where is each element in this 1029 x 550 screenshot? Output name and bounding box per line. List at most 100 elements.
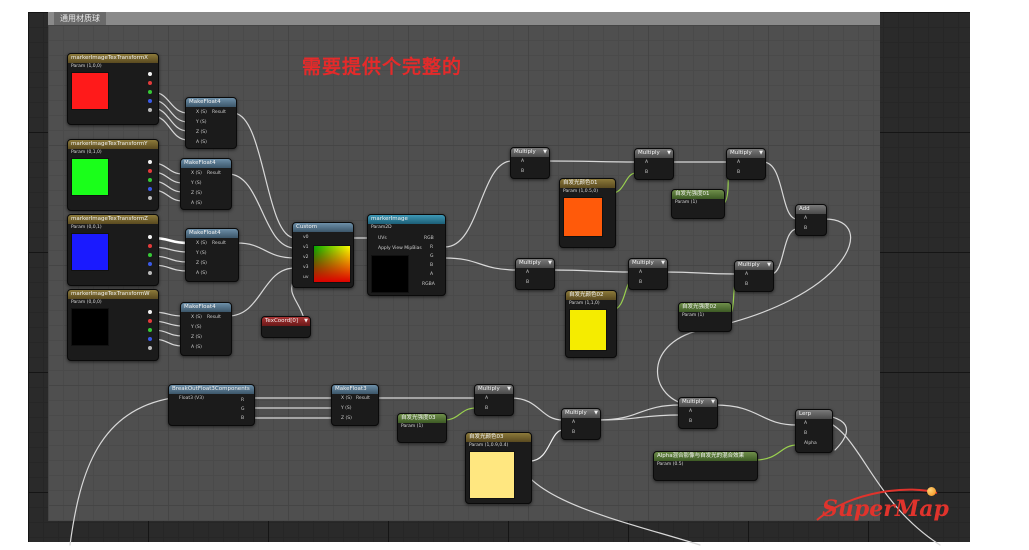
input-pin-z[interactable]: Z (S) xyxy=(341,416,352,421)
param-node-emissive-color-01[interactable]: 自发光颜色01 Param (1,0.5,0) xyxy=(559,178,616,248)
output-pin-g[interactable] xyxy=(148,178,152,182)
input-pin-a[interactable]: A xyxy=(485,396,489,401)
multiply-node-2[interactable]: Multiply▼ A B xyxy=(634,148,674,180)
multiply-node-6[interactable]: Multiply▼ A B xyxy=(734,260,774,292)
input-pin-x[interactable]: X (S) xyxy=(191,315,202,320)
input-pin-float3[interactable]: Float3 (V3) xyxy=(179,396,204,401)
texcoord-node[interactable]: TexCoord[0]▼ xyxy=(261,316,311,338)
output-pin-g[interactable]: G xyxy=(430,254,434,259)
param-node-emissive-color-02[interactable]: 自发光颜色02 Param (1,1,0) xyxy=(565,290,617,358)
chevron-down-icon[interactable]: ▼ xyxy=(667,150,671,156)
input-pin-a[interactable]: A (S) xyxy=(191,345,202,350)
input-pin-v2[interactable]: v2 xyxy=(303,255,309,260)
input-pin-z[interactable]: Z (S) xyxy=(191,335,202,340)
input-pin-z[interactable]: Z (S) xyxy=(191,191,202,196)
multiply-node-4[interactable]: Multiply▼ A B xyxy=(515,258,555,290)
output-pin-r[interactable]: R xyxy=(241,398,245,403)
input-pin-y[interactable]: Y (S) xyxy=(191,325,202,330)
chevron-down-icon[interactable]: ▼ xyxy=(759,150,763,156)
input-pin-b[interactable]: B xyxy=(526,280,530,285)
output-pin-b[interactable] xyxy=(148,337,152,341)
multiply-node-5[interactable]: Multiply▼ A B xyxy=(628,258,668,290)
input-pin-y[interactable]: Y (S) xyxy=(196,120,207,125)
output-pin-g[interactable] xyxy=(148,253,152,257)
output-pin-a[interactable]: A xyxy=(430,272,434,277)
input-pin-v1[interactable]: v1 xyxy=(303,245,309,250)
output-pin-result[interactable]: Result xyxy=(212,241,226,246)
input-pin-uv[interactable]: uv xyxy=(303,275,309,280)
comment-box-title-bar[interactable]: 通用材质球 xyxy=(48,12,880,25)
chevron-down-icon[interactable]: ▼ xyxy=(661,260,665,266)
output-pin-r[interactable] xyxy=(148,169,152,173)
make-float4-node-4[interactable]: MakeFloat4 X (S) Result Y (S) Z (S) A (S… xyxy=(180,302,232,356)
param-node-tex-transform-y[interactable]: markerImageTexTransformY Param (0,1,0) xyxy=(67,139,159,211)
marker-image-node[interactable]: markerImage Param2D UVs Apply View MipBi… xyxy=(367,214,446,296)
input-pin-a[interactable]: A (S) xyxy=(191,201,202,206)
chevron-down-icon[interactable]: ▼ xyxy=(767,262,771,268)
output-pin[interactable] xyxy=(148,72,152,76)
chevron-down-icon[interactable]: ▼ xyxy=(548,260,552,266)
output-pin-rgba[interactable]: RGBA xyxy=(422,282,435,287)
input-pin-y[interactable]: Y (S) xyxy=(341,406,352,411)
output-pin-result[interactable]: Result xyxy=(207,171,221,176)
param-node-tex-transform-z[interactable]: markerImageTexTransformZ Param (0,0,1) xyxy=(67,214,159,286)
chevron-down-icon[interactable]: ▼ xyxy=(711,399,715,405)
input-pin-b[interactable]: B xyxy=(521,169,525,174)
input-pin-a[interactable]: A xyxy=(526,270,530,275)
input-pin-b[interactable]: B xyxy=(804,431,808,436)
input-pin-z[interactable]: Z (S) xyxy=(196,130,207,135)
input-pin-a[interactable]: A (S) xyxy=(196,271,207,276)
make-float4-node-1[interactable]: MakeFloat4 X (S) Result Y (S) Z (S) A (S… xyxy=(185,97,237,149)
chevron-down-icon[interactable]: ▼ xyxy=(304,318,308,324)
input-pin-a[interactable]: A xyxy=(737,160,741,165)
add-node[interactable]: Add A B xyxy=(795,204,827,236)
chevron-down-icon[interactable]: ▼ xyxy=(507,386,511,392)
param-node-tex-transform-w[interactable]: markerImageTexTransformW Param (0,0,0) xyxy=(67,289,159,361)
output-pin[interactable] xyxy=(148,160,152,164)
multiply-node-3[interactable]: Multiply▼ A B xyxy=(726,148,766,180)
input-pin-b[interactable]: B xyxy=(485,406,489,411)
output-pin[interactable] xyxy=(148,310,152,314)
break-out-float3-node[interactable]: BreakOutFloat3Components Float3 (V3) R G… xyxy=(168,384,255,426)
input-pin-b[interactable]: B xyxy=(745,282,749,287)
output-pin-a[interactable] xyxy=(148,271,152,275)
input-pin-b[interactable]: B xyxy=(572,430,576,435)
custom-node[interactable]: Custom v0 v1 v2 v3 uv xyxy=(292,222,354,288)
input-pin-a[interactable]: A xyxy=(804,421,808,426)
param-node-emissive-strength-01[interactable]: 自发光强度01 Param (1) xyxy=(671,189,725,219)
input-pin-x[interactable]: X (S) xyxy=(341,396,352,401)
output-pin-result[interactable]: Result xyxy=(356,396,370,401)
input-pin-b[interactable]: B xyxy=(804,226,808,231)
make-float4-node-3[interactable]: MakeFloat4 X (S) Result Y (S) Z (S) A (S… xyxy=(185,228,239,282)
output-pin-r[interactable] xyxy=(148,319,152,323)
output-pin-r[interactable] xyxy=(148,244,152,248)
make-float4-node-2[interactable]: MakeFloat4 X (S) Result Y (S) Z (S) A (S… xyxy=(180,158,232,210)
output-pin-b[interactable] xyxy=(148,262,152,266)
output-pin-b[interactable] xyxy=(148,99,152,103)
output-pin-result[interactable]: Result xyxy=(212,110,226,115)
material-graph-canvas[interactable]: 通用材质球 xyxy=(28,12,970,542)
output-pin-b[interactable]: B xyxy=(430,263,434,268)
chevron-down-icon[interactable]: ▼ xyxy=(594,410,598,416)
output-pin-b[interactable] xyxy=(148,187,152,191)
input-pin-a[interactable]: A xyxy=(645,160,649,165)
output-pin-g[interactable] xyxy=(148,328,152,332)
multiply-node-9[interactable]: Multiply▼ A B xyxy=(678,397,718,429)
output-pin[interactable] xyxy=(148,235,152,239)
input-pin-alpha[interactable]: Alpha xyxy=(804,441,817,446)
input-pin-v0[interactable]: v0 xyxy=(303,235,309,240)
output-pin-a[interactable] xyxy=(148,196,152,200)
input-pin-b[interactable]: B xyxy=(639,280,643,285)
output-pin-r[interactable]: R xyxy=(430,245,434,250)
input-pin-z[interactable]: Z (S) xyxy=(196,261,207,266)
output-pin-b[interactable]: B xyxy=(241,416,245,421)
output-pin-a[interactable] xyxy=(148,346,152,350)
input-pin-a[interactable]: A xyxy=(639,270,643,275)
output-pin-a[interactable] xyxy=(148,108,152,112)
input-pin-uvs[interactable]: UVs xyxy=(378,236,387,241)
param-node-emissive-color-03[interactable]: 自发光颜色03 Param (1,0.9,0.4) xyxy=(465,432,532,504)
input-pin-x[interactable]: X (S) xyxy=(196,110,207,115)
input-pin-x[interactable]: X (S) xyxy=(191,171,202,176)
input-pin-a[interactable]: A (S) xyxy=(196,140,207,145)
multiply-node-1[interactable]: Multiply▼ A B xyxy=(510,147,550,179)
